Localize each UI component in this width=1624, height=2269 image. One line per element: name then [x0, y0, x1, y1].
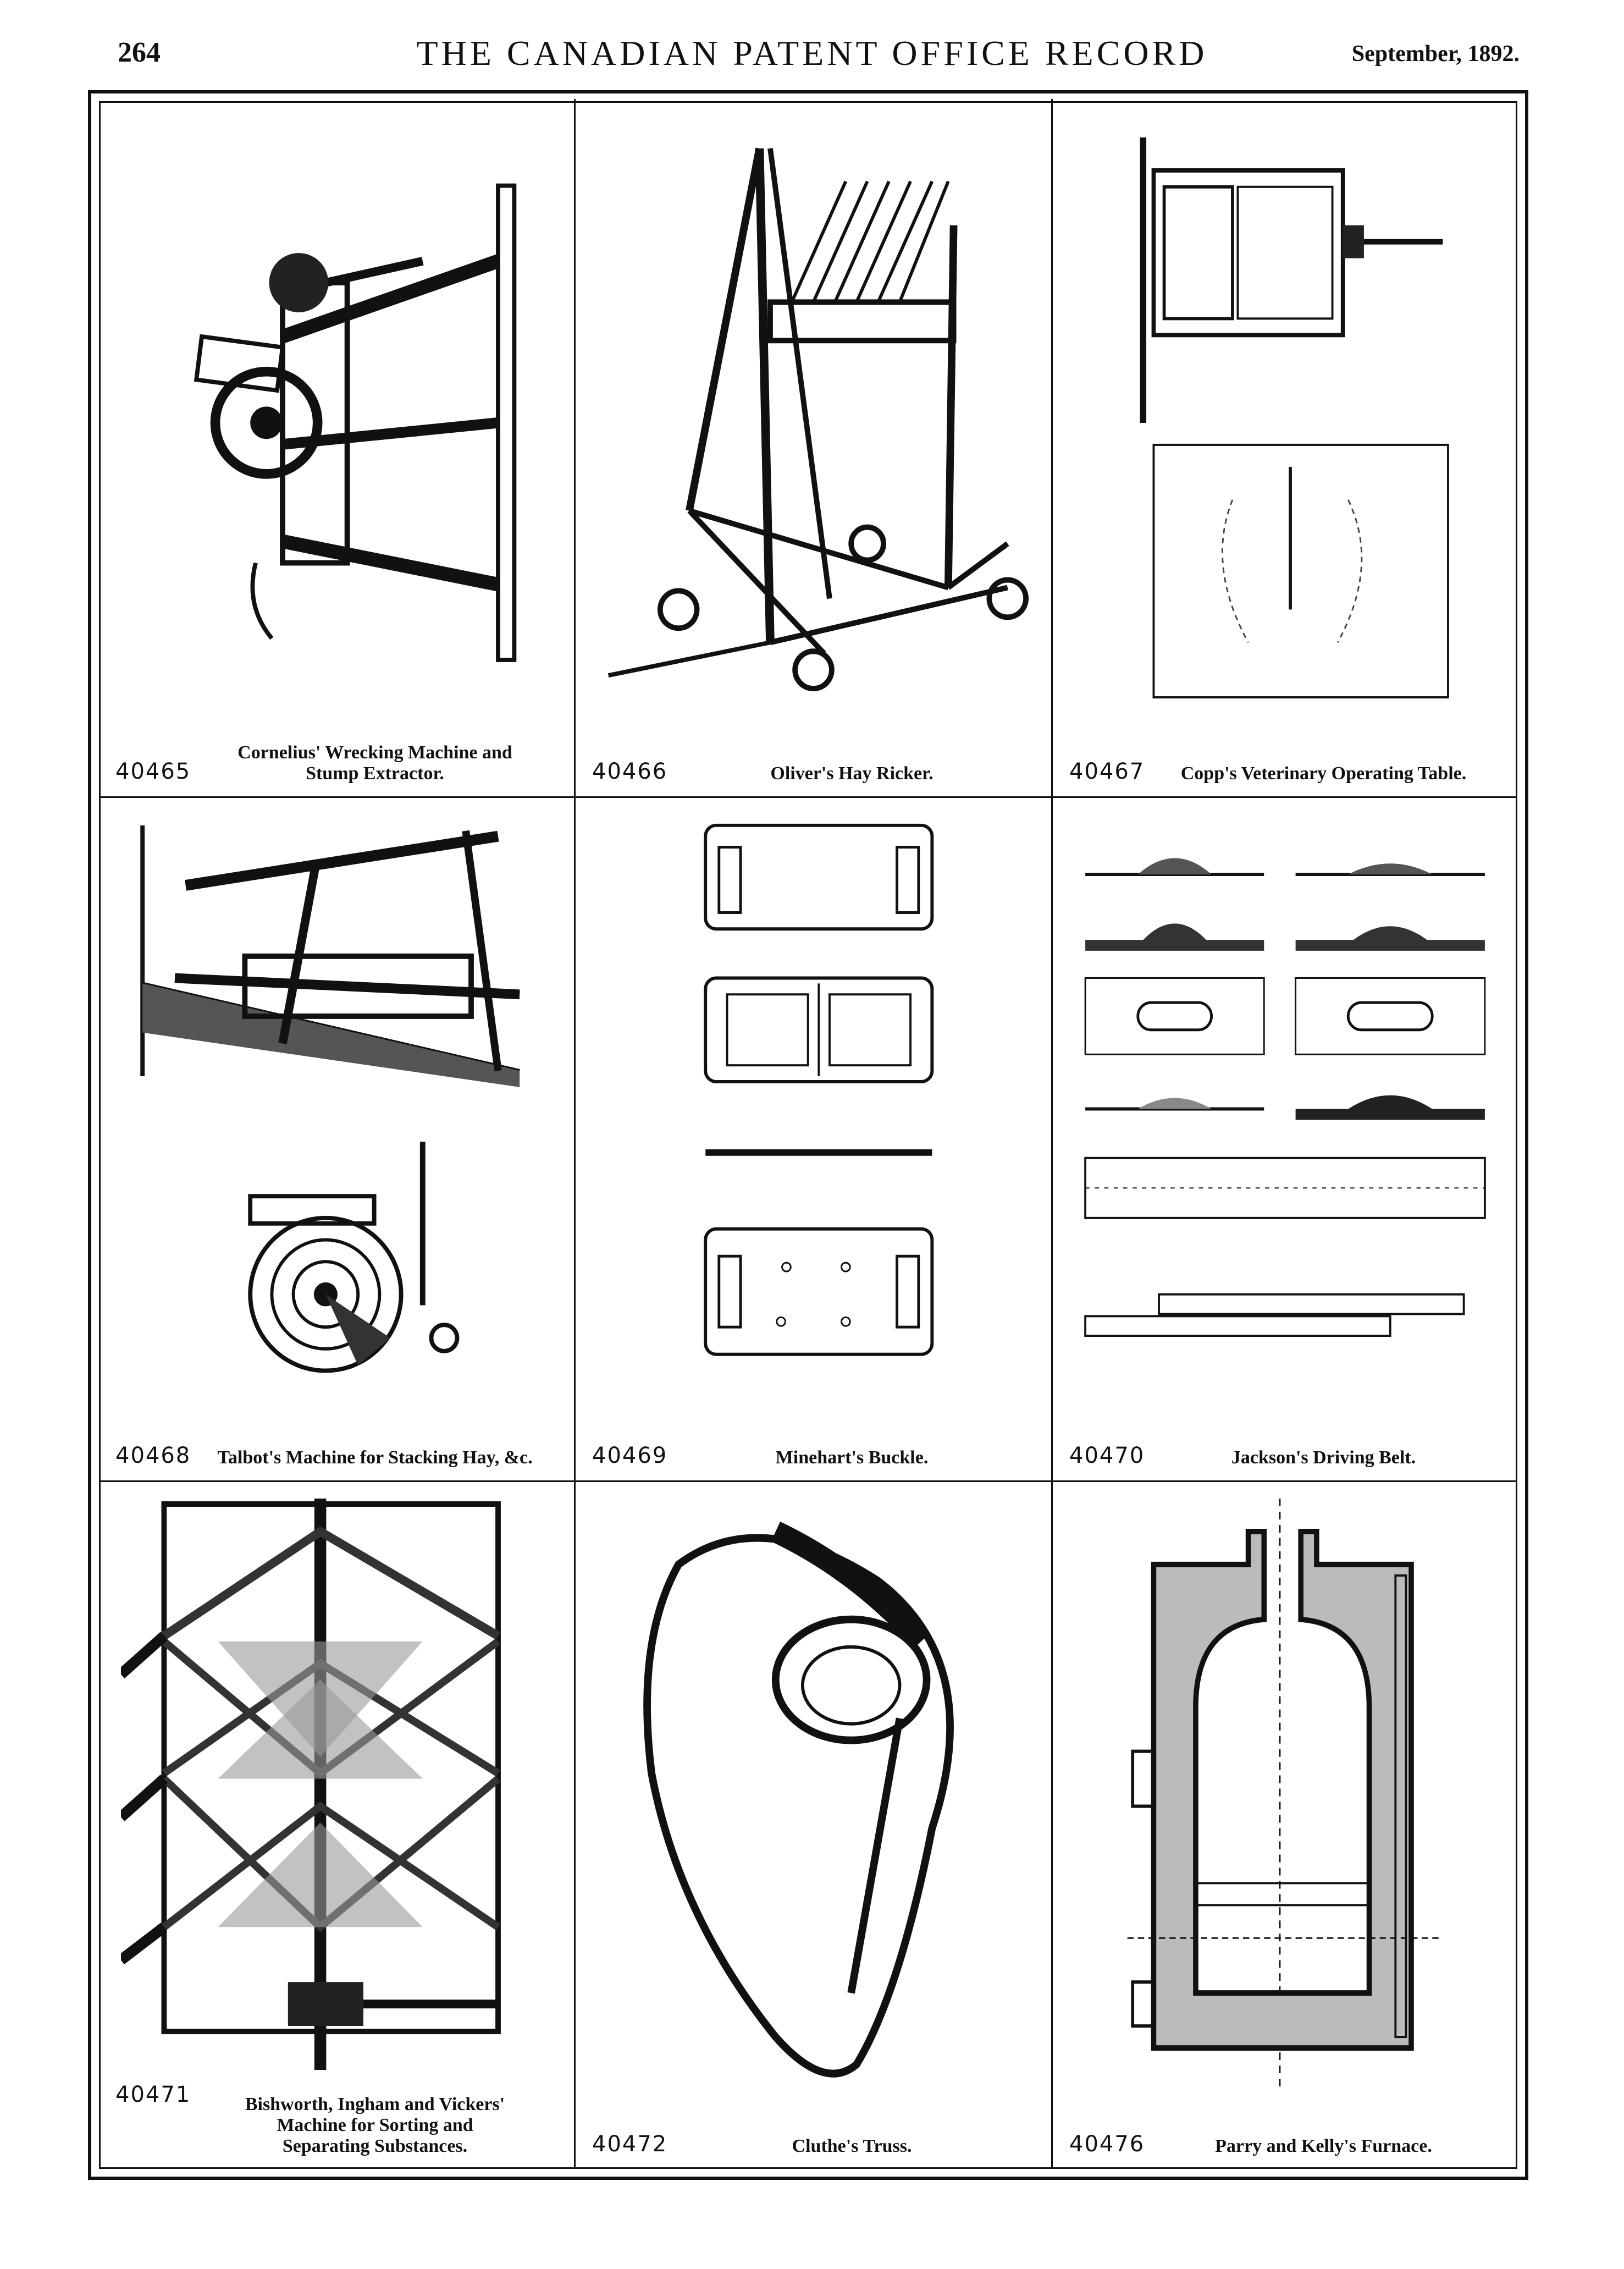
- page-number: 264: [118, 37, 161, 68]
- patent-cell-40465: 40465 Cornelius' Wrecking Machine and St…: [99, 99, 574, 796]
- patent-number: 40476: [1069, 2132, 1145, 2157]
- patent-title: Copp's Veterinary Operating Table.: [1180, 763, 1467, 784]
- furnace-drawing: [1075, 1499, 1495, 2092]
- issue-date: September, 1892.: [1351, 41, 1520, 67]
- patent-cell-40466: 40466 Oliver's Hay Ricker.: [576, 99, 1051, 796]
- column-divider: [1051, 99, 1053, 2169]
- patent-cell-40476: 40476 Parry and Kelly's Furnace.: [1053, 1482, 1517, 2169]
- patent-caption: 40467 Copp's Veterinary Operating Table.: [1069, 724, 1501, 784]
- sorting-machine-drawing: [121, 1499, 552, 2070]
- patent-title: Talbot's Machine for Stacking Hay, &c.: [217, 1447, 533, 1468]
- patent-title: Bishworth, Ingham and Vickers' Machine f…: [245, 2094, 505, 2156]
- column-divider: [574, 99, 576, 2169]
- patent-caption: 40476 Parry and Kelly's Furnace.: [1069, 2096, 1501, 2157]
- patent-number: 40468: [115, 1443, 191, 1468]
- patent-title: Minehart's Buckle.: [775, 1447, 929, 1468]
- patent-cell-40469: 40469 Minehart's Buckle.: [576, 798, 1051, 1480]
- patent-cell-40468: 40468 Talbot's Machine for Stacking Hay,…: [99, 798, 574, 1480]
- operating-table-drawing: [1075, 115, 1495, 719]
- hay-stacker-drawing: [121, 814, 552, 1403]
- patent-title: Jackson's Driving Belt.: [1231, 1447, 1416, 1468]
- truss-drawing: [598, 1499, 1029, 2092]
- patent-caption: 40469 Minehart's Buckle.: [592, 1408, 1035, 1468]
- page-frame-inner: [99, 101, 1517, 2169]
- hay-ricker-drawing: [598, 115, 1029, 719]
- patent-title: Cluthe's Truss.: [792, 2136, 912, 2156]
- row-divider: [99, 1480, 1517, 1482]
- patent-number: 40465: [115, 759, 191, 784]
- patent-number: 40472: [592, 2132, 668, 2157]
- journal-title: THE CANADIAN PATENT OFFICE RECORD: [416, 34, 1208, 73]
- patent-caption: 40472 Cluthe's Truss.: [592, 2096, 1035, 2157]
- patent-caption: 40468 Talbot's Machine for Stacking Hay,…: [115, 1408, 557, 1468]
- patent-number: 40470: [1069, 1443, 1145, 1468]
- patent-number: 40469: [592, 1443, 668, 1468]
- patent-cell-40470: 40470 Jackson's Driving Belt.: [1053, 798, 1517, 1480]
- patent-caption: 40471 Bishworth, Ingham and Vickers' Mac…: [115, 2069, 557, 2157]
- buckle-drawing: [598, 814, 1029, 1403]
- patent-number: 40471: [115, 2082, 191, 2107]
- patent-caption: 40470 Jackson's Driving Belt.: [1069, 1408, 1501, 1468]
- driving-belt-drawing: [1075, 814, 1495, 1403]
- patent-cell-40467: 40467 Copp's Veterinary Operating Table.: [1053, 99, 1517, 796]
- patent-title: Parry and Kelly's Furnace.: [1215, 2136, 1432, 2156]
- page-frame: [88, 90, 1528, 2180]
- patent-caption: 40466 Oliver's Hay Ricker.: [592, 724, 1035, 784]
- patent-title: Oliver's Hay Ricker.: [770, 763, 933, 784]
- row-divider: [99, 796, 1517, 798]
- patent-title: Cornelius' Wrecking Machine and Stump Ex…: [237, 742, 512, 784]
- patent-number: 40467: [1069, 759, 1145, 784]
- patent-caption: 40465 Cornelius' Wrecking Machine and St…: [115, 724, 557, 784]
- patent-cell-40472: 40472 Cluthe's Truss.: [576, 1482, 1051, 2169]
- patent-number: 40466: [592, 759, 668, 784]
- patent-cell-40471: 40471 Bishworth, Ingham and Vickers' Mac…: [99, 1482, 574, 2169]
- wrecking-machine-drawing: [121, 115, 552, 719]
